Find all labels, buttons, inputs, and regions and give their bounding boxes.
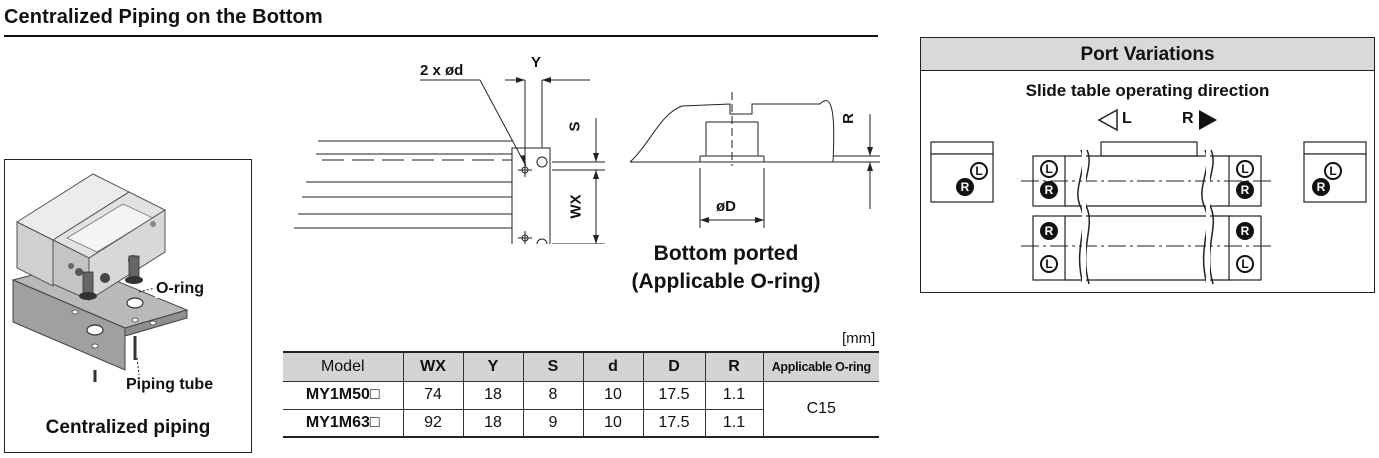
port-variations-panel: Port Variations Slide table operating di…	[920, 37, 1375, 293]
section-title: Centralized Piping on the Bottom	[4, 6, 323, 28]
unit-label: [mm]	[842, 330, 876, 347]
cell-model: MY1M50□	[283, 381, 403, 410]
cell-s: 9	[522, 409, 583, 438]
port-r-icon: R	[1236, 222, 1254, 240]
port-r-icon: R	[1040, 222, 1058, 240]
table-header-row: Model WX Y S d D R Applicable O-ring	[283, 351, 879, 382]
cell-d: 10	[582, 381, 643, 410]
port-r-icon: R	[1312, 178, 1330, 196]
dim-y-label: Y	[531, 54, 542, 71]
cell-r: 1.1	[704, 409, 763, 438]
cell-wx: 74	[402, 381, 463, 410]
col-model: Model	[283, 351, 403, 382]
right-direction-arrow	[1199, 110, 1217, 130]
dimension-table: Model WX Y S d D R Applicable O-ring MY1…	[283, 351, 879, 438]
dim-s-label: S	[566, 121, 584, 132]
holes-label: 2 x ød	[420, 62, 464, 79]
photo-caption: Centralized piping	[45, 417, 211, 438]
dimension-drawing	[294, 77, 880, 244]
table-row: MY1M63□ 92 18 9 10 17.5 1.1	[283, 409, 879, 438]
cell-y: 18	[462, 381, 523, 410]
port-r-icon: R	[956, 178, 974, 196]
port-l-icon: L	[1040, 255, 1058, 273]
actuator-illustration	[11, 173, 189, 382]
dim-wx-label: WX	[567, 194, 585, 219]
port-l-icon: L	[1040, 160, 1058, 178]
col-bigd: D	[642, 351, 705, 382]
cell-d: 10	[582, 409, 643, 438]
cell-model: MY1M63□	[283, 409, 403, 438]
operating-direction-label: Slide table operating direction	[1025, 81, 1270, 100]
port-r-icon: R	[1040, 181, 1058, 199]
bottom-ported-caption: Bottom ported (Applicable O-ring)	[610, 240, 842, 296]
cell-oring: C15	[762, 381, 879, 438]
port-l-icon: L	[1236, 160, 1254, 178]
cell-s: 8	[522, 381, 583, 410]
direction-left-label: L	[1122, 110, 1132, 127]
oring-callout: O-ring	[155, 280, 205, 298]
cell-wx: 92	[402, 409, 463, 438]
left-direction-arrow	[1097, 108, 1118, 132]
col-applicable-oring: Applicable O-ring	[762, 351, 879, 382]
bottom-ported-title: Bottom ported	[653, 242, 799, 265]
port-r-icon: R	[1236, 181, 1254, 199]
cell-bigd: 17.5	[642, 409, 705, 438]
port-variations-title: Port Variations	[921, 38, 1374, 71]
dim-d-label: øD	[716, 198, 736, 215]
col-r: R	[704, 351, 763, 382]
table-row: MY1M50□ 74 18 8 10 17.5 1.1 C15	[283, 381, 879, 438]
cell-bigd: 17.5	[642, 381, 705, 410]
centralized-piping-illustration: O-ring Piping tube Centralized piping	[4, 159, 252, 453]
bottom-ported-subtitle: (Applicable O-ring)	[631, 270, 821, 293]
col-y: Y	[462, 351, 523, 382]
port-l-icon: L	[970, 162, 988, 180]
dim-r-label: R	[839, 113, 857, 124]
cell-y: 18	[462, 409, 523, 438]
col-wx: WX	[402, 351, 463, 382]
port-l-icon: L	[1236, 255, 1254, 273]
direction-right-label: R	[1182, 110, 1194, 127]
port-l-icon: L	[1324, 162, 1342, 180]
port-variation-diagram	[930, 108, 1367, 286]
col-d: d	[582, 351, 643, 382]
piping-tube-callout: Piping tube	[125, 376, 215, 394]
cell-r: 1.1	[704, 381, 763, 410]
col-s: S	[522, 351, 583, 382]
section-rule	[4, 35, 878, 37]
